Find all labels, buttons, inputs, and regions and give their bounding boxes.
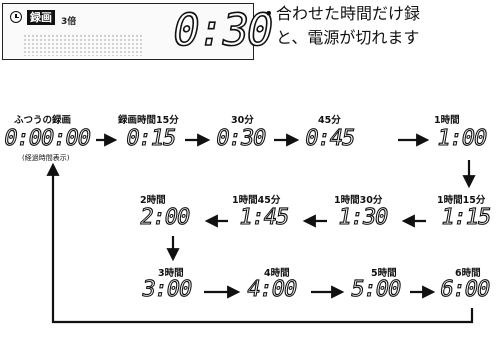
note-line-2: と、電源が切れます [276,28,420,47]
step-1h30-label: 1時間30分 [334,195,383,206]
rec-badge: 録画 [27,10,55,25]
lcd-display-panel: 録画 3倍 0:30 [2,3,276,60]
note-line-1: 合わせた時間だけ録 [276,4,421,23]
step-2h-label: 2時間 [140,195,166,206]
step-6h-label: 6時間 [455,268,481,279]
step-normal-label: ふつうの録画 [14,115,72,126]
recording-speed: 3倍 [61,17,77,27]
clock-icon [10,11,22,23]
step-45min-label: 45分 [318,115,341,126]
step-15min-label: 録画時間15分 [118,115,179,126]
note-bullet: • [264,4,274,23]
step-1h-label: 1時間 [434,115,460,126]
step-3h-label: 3時間 [158,268,184,279]
step-30min-label: 30分 [231,115,254,126]
step-1h45-label: 1時間45分 [232,195,281,206]
elapsed-time-note: (経過時間表示) [22,154,70,162]
lcd-dot-matrix [23,34,143,56]
step-1h15-label: 1時間15分 [437,195,486,206]
step-4h-label: 4時間 [264,268,290,279]
arrow-6h-to-normal [46,162,474,324]
step-5h-label: 5時間 [371,268,397,279]
